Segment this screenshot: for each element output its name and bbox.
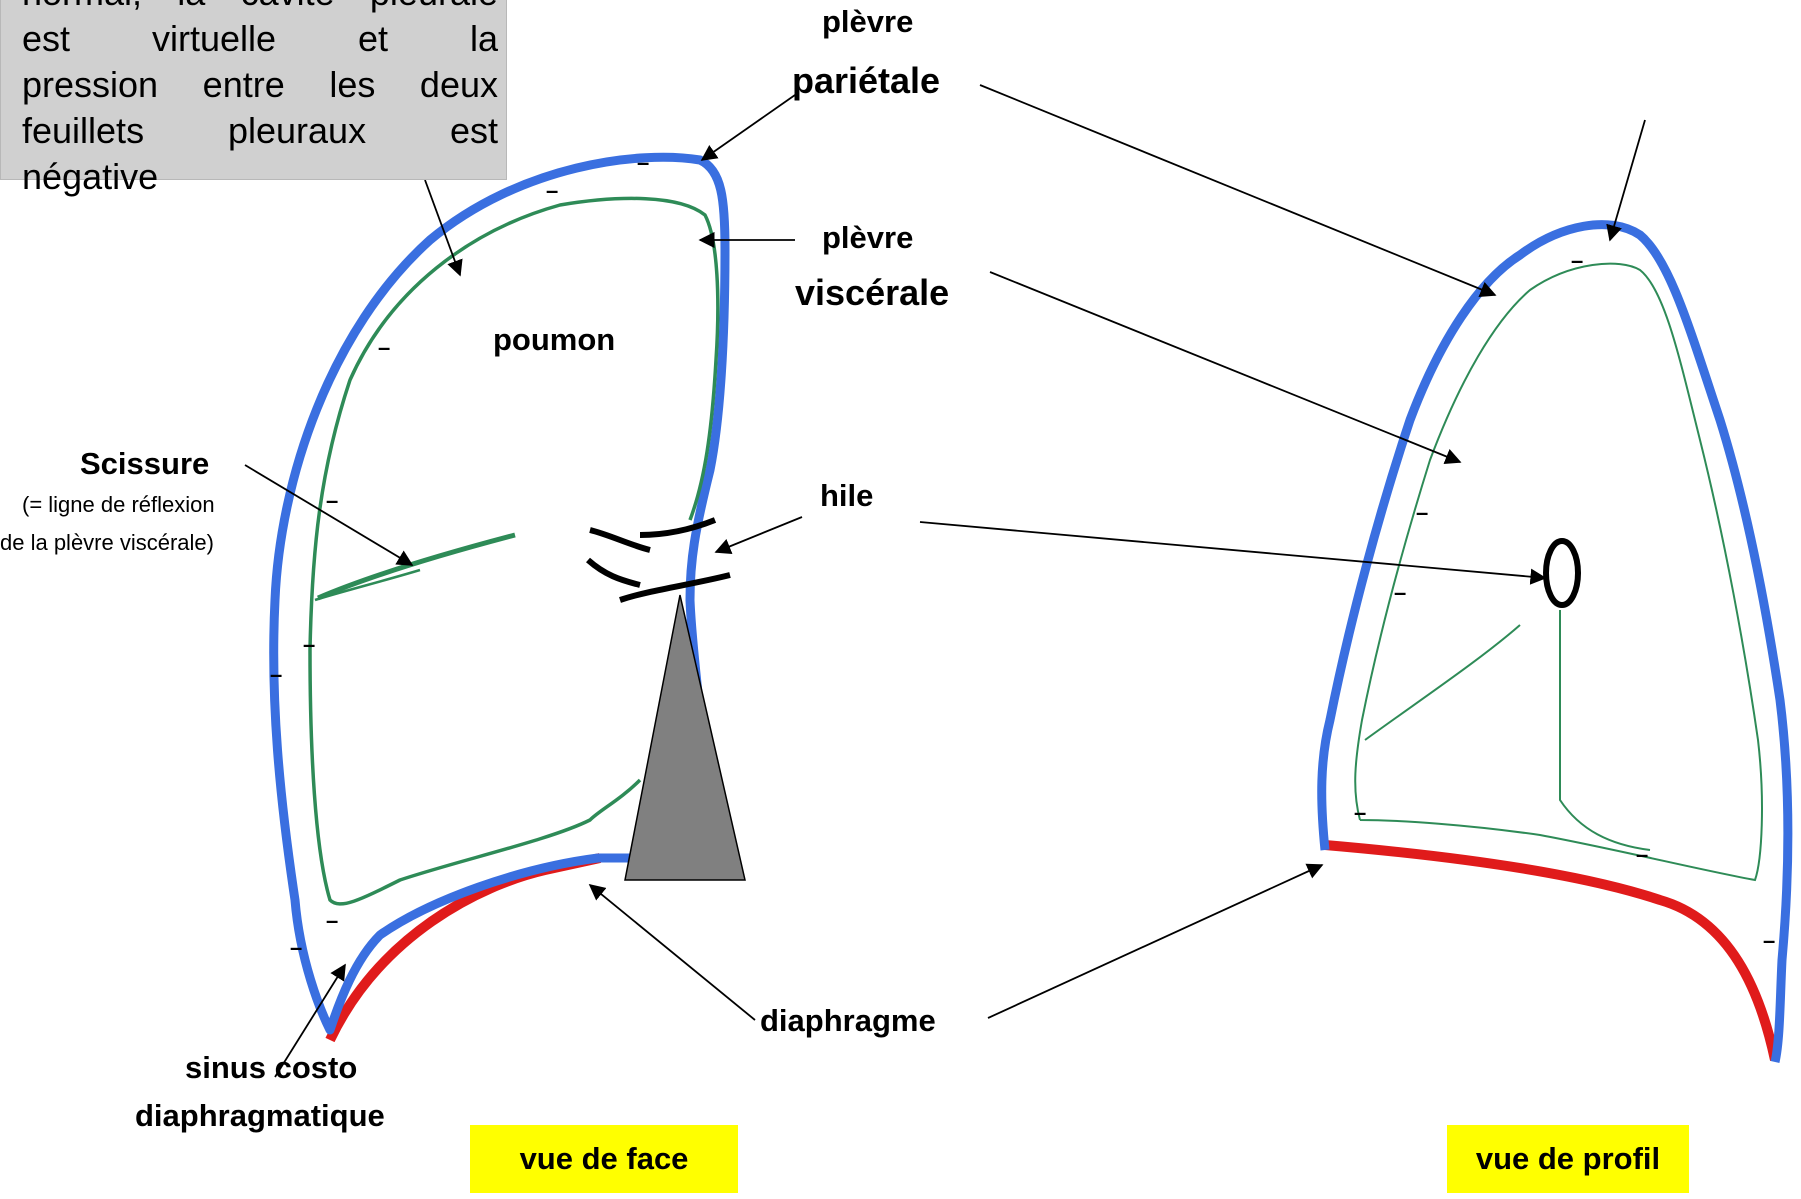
hilum-mark-4 <box>639 517 717 538</box>
minus-sign: – <box>637 150 650 175</box>
minus-sign: – <box>378 335 391 360</box>
parietal-pleura-profile <box>1317 220 1793 1063</box>
note-line-4: feuillets pleuraux est <box>22 110 498 151</box>
fissure-profile-1 <box>1364 624 1521 741</box>
minus-sign: – <box>290 935 303 960</box>
profile-view-lung <box>1317 220 1793 1063</box>
scissure-line <box>317 532 516 601</box>
arrow-sinus <box>274 963 346 1078</box>
parietal-pleura-front <box>269 152 730 1035</box>
fissure-base-line <box>314 568 421 602</box>
label-plevre-parietale-1: plèvre <box>822 4 914 39</box>
label-hile: hile <box>820 478 874 513</box>
diaphragm-profile <box>1324 840 1780 1062</box>
label-diaphragme: diaphragme <box>760 1003 936 1038</box>
note-line-2: est virtuelle et la <box>22 18 498 59</box>
minus-sign: – <box>326 908 339 933</box>
leader-lines <box>244 84 1646 1078</box>
hilum-ellipse <box>1543 538 1581 608</box>
arrow-scissure <box>244 464 414 566</box>
minus-sign: – <box>303 632 316 657</box>
arrow-cavity-profile <box>1606 119 1646 242</box>
visceral-pleura-front <box>308 196 720 906</box>
label-scissure-note-1: (= ligne de réflexion <box>22 492 215 517</box>
label-scissure: Scissure <box>80 446 210 481</box>
note-line-1: normal, la cavité pleurale <box>22 0 498 13</box>
minus-sign: – <box>1394 580 1407 605</box>
minus-sign: – <box>546 178 559 203</box>
label-sinus-1: sinus costo <box>185 1050 358 1085</box>
note-line-5: négative <box>22 156 159 197</box>
hilum-mark-1 <box>589 527 651 553</box>
arrow-hile-profile <box>919 521 1547 585</box>
arrow-parietal-front <box>700 94 796 161</box>
hilum-mark-3 <box>619 572 731 603</box>
note-box <box>0 0 507 180</box>
arrow-visceral-profile <box>989 271 1462 465</box>
hilum-mark-2 <box>586 557 641 588</box>
label-plevre-viscerale-1: plèvre <box>822 220 914 255</box>
minus-sign: – <box>1571 248 1584 273</box>
label-scissure-note-2: de la plèvre viscérale) <box>0 530 214 555</box>
minus-sign: – <box>1763 928 1776 953</box>
note-line-3: pression entre les deux <box>22 64 498 105</box>
label-poumon: poumon <box>493 322 616 357</box>
minus-sign: – <box>1416 500 1429 525</box>
minus-sign: – <box>326 488 339 513</box>
arrow-diaphragm-front <box>588 883 756 1021</box>
arrow-hile-front <box>714 516 803 555</box>
tag-vue-de-face: vue de face <box>470 1125 738 1193</box>
note-text: normal, la cavité pleurale est virtuelle… <box>22 0 498 200</box>
arrow-diaphragm-profile <box>987 863 1324 1019</box>
arrow-parietal-profile <box>979 84 1497 297</box>
minus-sign: – <box>1354 800 1367 825</box>
arrow-note-cavity <box>424 179 463 277</box>
label-plevre-parietale-2: pariétale <box>792 60 941 101</box>
label-sinus-2: diaphragmatique <box>135 1098 385 1133</box>
label-plevre-viscerale-2: viscérale <box>795 272 950 313</box>
fissure-profile-2 <box>1559 610 1651 851</box>
minus-sign: – <box>1636 842 1649 867</box>
tag-vue-de-profil: vue de profil <box>1447 1125 1689 1193</box>
minus-sign: – <box>270 662 283 687</box>
front-view-lung <box>269 152 746 1043</box>
visceral-pleura-profile <box>1354 262 1763 882</box>
mediastinum <box>624 594 746 881</box>
